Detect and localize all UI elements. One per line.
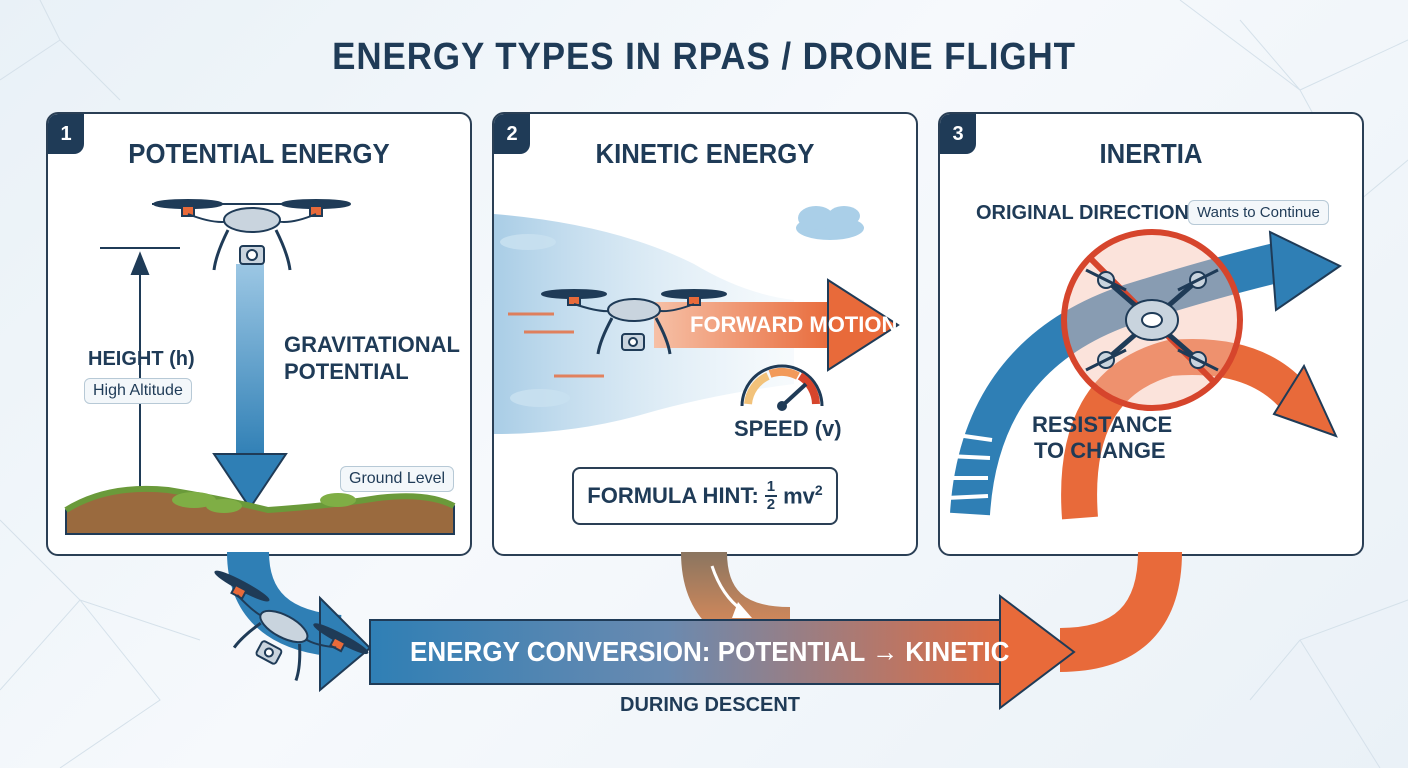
original-direction-arrow xyxy=(945,230,1342,516)
deflected-path-arrow xyxy=(1061,339,1338,520)
ground-level-tag: Ground Level xyxy=(340,466,455,492)
speed-label: SPEED (v) xyxy=(734,416,842,441)
panel-title: POTENTIAL ENERGY xyxy=(128,138,390,169)
gravitational-label-line1: GRAVITATIONAL xyxy=(284,332,460,357)
formula-exponent: 2 xyxy=(814,482,823,499)
potential-energy-illustration xyxy=(64,199,456,535)
panel-title: INERTIA xyxy=(1099,138,1203,169)
page-title: ENERGY TYPES IN RPAS / DRONE FLIGHT xyxy=(332,36,1076,78)
gravitational-label-line2: POTENTIAL xyxy=(284,359,409,384)
fraction-denominator: 2 xyxy=(766,496,776,513)
height-label: HEIGHT (h) xyxy=(88,348,195,370)
panel-number: 1 xyxy=(48,114,84,154)
formula-hint-box: FORMULA HINT: 1 2 mv2 xyxy=(572,467,838,525)
drone-icon xyxy=(1085,268,1219,372)
panel-number: 3 xyxy=(940,114,976,154)
formula-fraction: 1 2 xyxy=(764,478,778,513)
formula-variable: mv2 xyxy=(783,482,823,509)
formula-mv: mv xyxy=(783,483,815,509)
resistance-label-line2: TO CHANGE xyxy=(1034,438,1166,463)
resistance-label-line1: RESISTANCE xyxy=(1032,412,1173,437)
panel-number: 2 xyxy=(494,114,530,154)
gravity-down-arrow xyxy=(212,264,288,510)
forward-motion-label: FORWARD MOTION xyxy=(690,312,898,337)
speedometer-icon xyxy=(740,364,824,411)
inertia-illustration xyxy=(945,229,1342,520)
inertia-panel: 3 INERTIA xyxy=(938,112,1364,556)
potential-energy-panel: 1 POTENTIAL ENERGY xyxy=(46,112,472,556)
forward-motion-arrow xyxy=(654,278,900,372)
high-altitude-tag: High Altitude xyxy=(84,378,192,404)
energy-conversion-label: ENERGY CONVERSION: POTENTIAL → KINETIC xyxy=(410,636,1010,667)
wants-to-continue-tag: Wants to Continue xyxy=(1188,200,1329,225)
drone-icon xyxy=(152,199,351,271)
formula-prefix: FORMULA HINT: xyxy=(587,483,759,508)
fraction-numerator: 1 xyxy=(764,478,778,497)
kinetic-energy-illustration xyxy=(494,206,900,434)
original-direction-label: ORIGINAL DIRECTION xyxy=(976,202,1189,224)
ground-terrain xyxy=(64,485,456,535)
panel-title: KINETIC ENERGY xyxy=(595,138,815,169)
descending-drone-icon xyxy=(214,570,369,681)
cloud-icon xyxy=(796,206,864,240)
during-descent-label: DURING DESCENT xyxy=(620,694,801,716)
wind-streaks xyxy=(494,214,794,434)
kinetic-energy-panel: 2 KINETIC ENERGY xyxy=(492,112,918,556)
drone-icon xyxy=(541,289,727,355)
height-marker xyxy=(100,247,180,494)
